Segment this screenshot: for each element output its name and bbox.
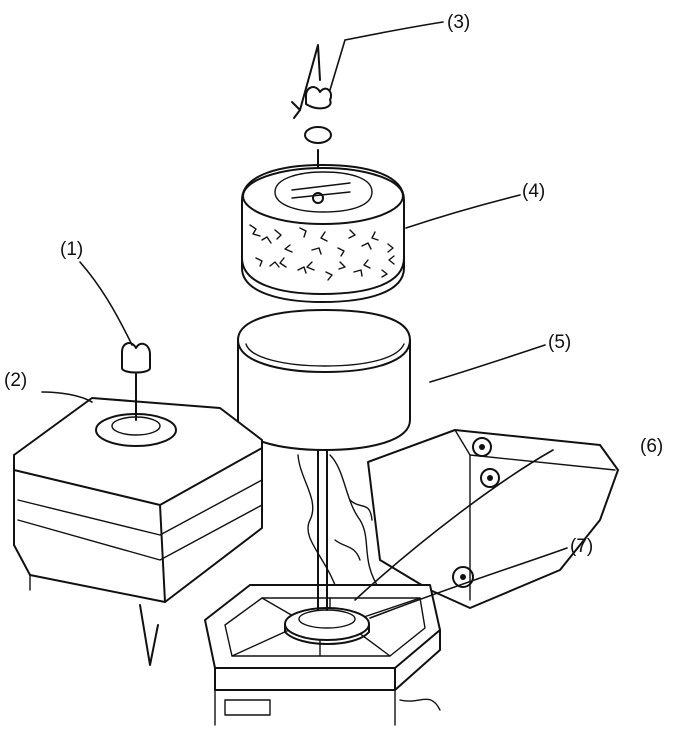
engine-base [204,429,619,726]
callout-6: (6) [640,436,663,457]
wing-nut-and-washer [291,44,332,169]
fuel-tank [13,342,263,666]
fuel-cap [121,342,151,374]
callout-4: (4) [522,181,545,202]
callout-1: (1) [60,239,83,260]
air-cleaner-case [237,309,411,451]
callout-3: (3) [447,12,470,33]
leader-lines [41,21,568,619]
foam-texture [249,224,395,281]
filter-element [241,164,405,303]
callout-2: (2) [4,370,27,391]
callout-7: (7) [570,536,593,557]
callout-5: (5) [548,332,571,353]
